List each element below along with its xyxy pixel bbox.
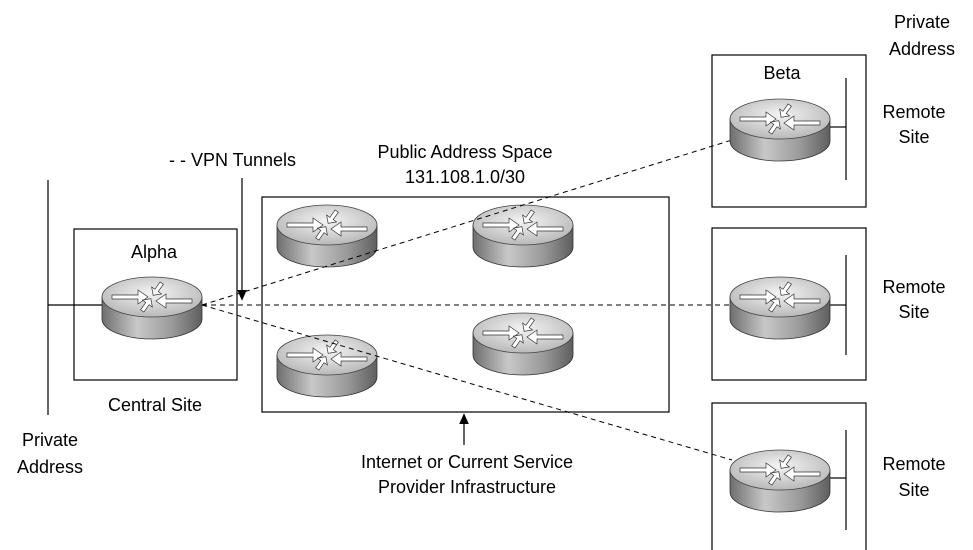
- remote-site-1-line2: Site: [898, 127, 929, 147]
- public-space-subnet: 131.108.1.0/30: [405, 167, 525, 187]
- remote-site-3-line2: Site: [898, 480, 929, 500]
- router-icon: [276, 204, 378, 268]
- public-space-box: [261, 196, 670, 413]
- public-space-footer-line2: Provider Infrastructure: [378, 477, 556, 497]
- central-private-address-line1: Private: [22, 430, 78, 450]
- router-icon: [276, 334, 378, 398]
- alpha-label: Alpha: [131, 242, 178, 262]
- vpn-tunnel-beta: [201, 139, 733, 306]
- remote-site-box-3: [711, 402, 867, 550]
- beta-label: Beta: [763, 63, 801, 83]
- router-icon: [729, 449, 831, 513]
- remote-private-address-line1: Private: [894, 12, 950, 32]
- central-site-caption: Central Site: [108, 395, 202, 415]
- remote-site-2-line1: Remote: [882, 277, 945, 297]
- remote-site-box-beta: [711, 54, 867, 208]
- remote-site-3-line1: Remote: [882, 454, 945, 474]
- remote-site-2-line2: Site: [898, 302, 929, 322]
- public-space-footer-line1: Internet or Current Service: [361, 452, 573, 472]
- router-icon: [472, 312, 574, 376]
- central-private-address-line2: Address: [17, 457, 83, 477]
- router-icon: [729, 98, 831, 162]
- vpn-tunnel-remote-3: [201, 304, 733, 461]
- central-site-box: [73, 228, 238, 381]
- remote-private-address-line2: Address: [889, 39, 955, 59]
- remote-site-1-line1: Remote: [882, 102, 945, 122]
- public-space-title: Public Address Space: [377, 142, 552, 162]
- router-icon: [472, 204, 574, 268]
- router-icon: [101, 276, 203, 340]
- vpn-tunnels-legend: - - VPN Tunnels: [169, 150, 296, 170]
- router-icon: [729, 276, 831, 340]
- remote-site-box-2: [711, 227, 867, 381]
